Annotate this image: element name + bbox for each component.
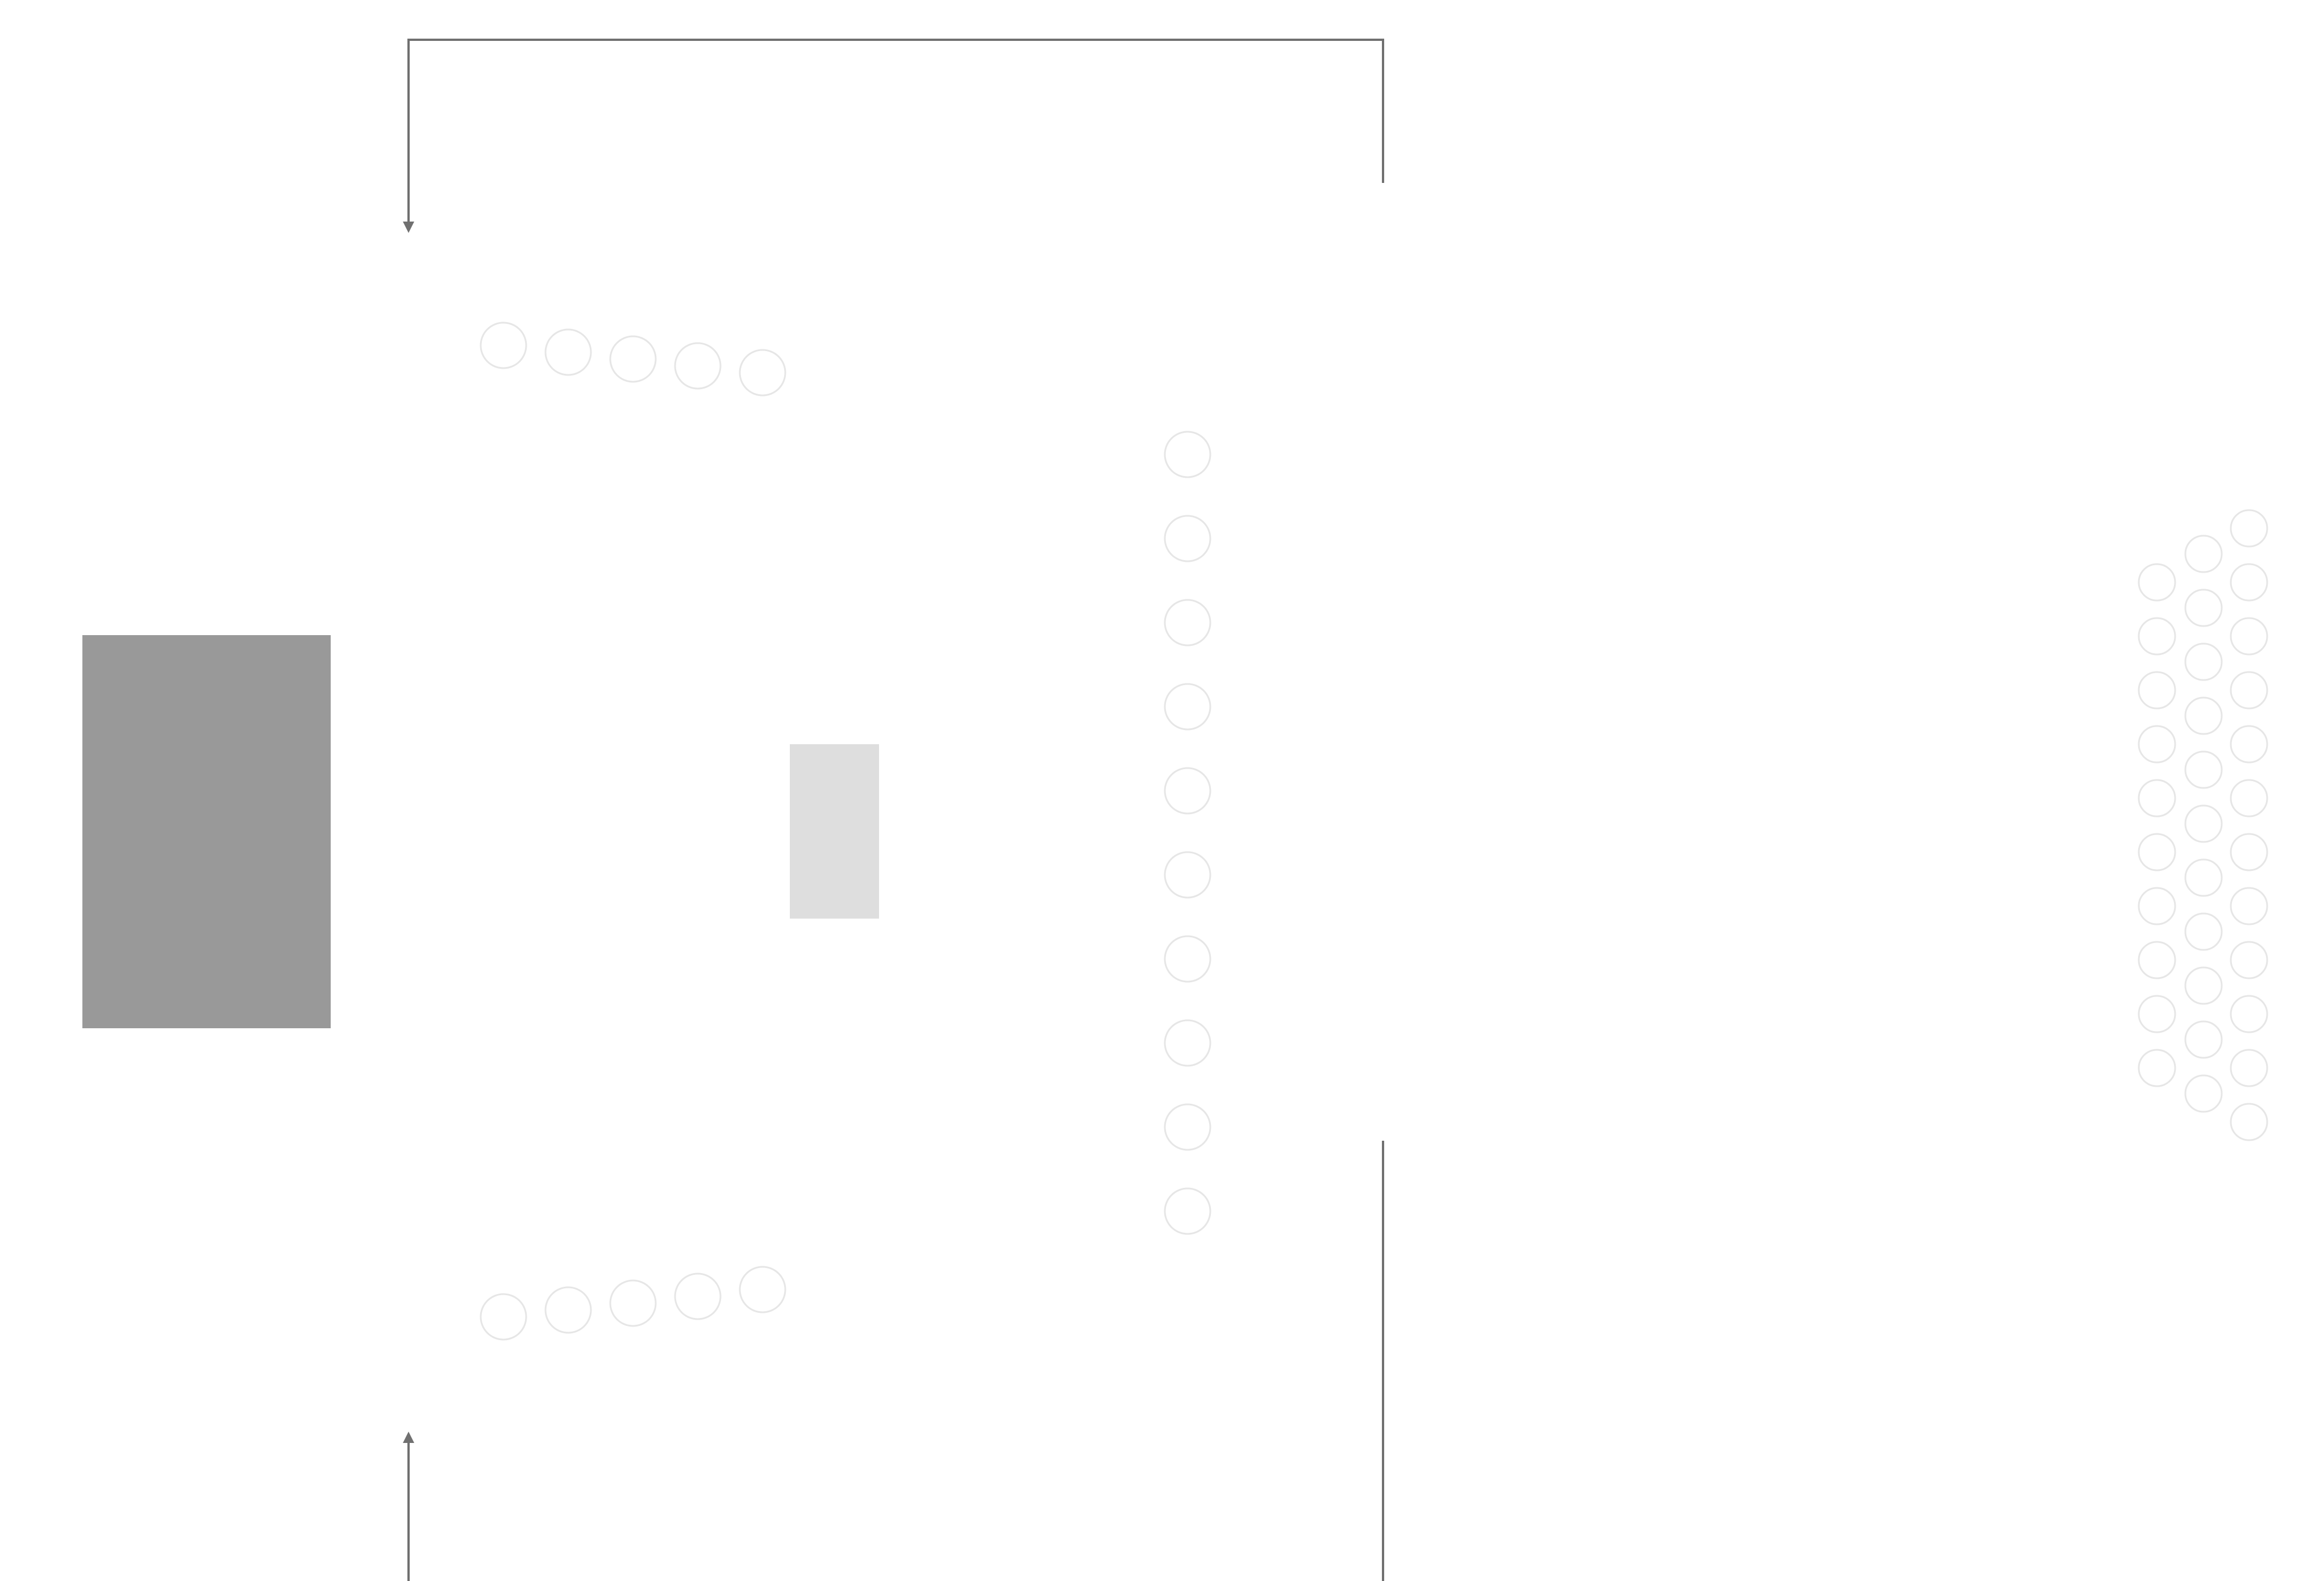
circle	[1164, 431, 1211, 478]
circle	[1164, 1019, 1211, 1067]
circle	[2138, 725, 2176, 764]
circle	[1164, 851, 1211, 899]
circle	[2138, 563, 2176, 602]
circle	[2230, 833, 2268, 871]
circle	[544, 1286, 592, 1334]
circle	[2138, 833, 2176, 871]
circle	[2230, 941, 2268, 979]
circle	[2230, 995, 2268, 1033]
circle	[2230, 671, 2268, 710]
circle	[544, 328, 592, 376]
circle	[739, 349, 786, 397]
circle	[1164, 515, 1211, 562]
vertical-circle-column	[1164, 431, 1211, 1235]
circle	[1164, 599, 1211, 646]
circle	[2230, 563, 2268, 602]
circle	[2184, 589, 2223, 627]
right-circle-cluster	[2138, 509, 2268, 1141]
circle	[609, 335, 657, 383]
circle	[2230, 725, 2268, 764]
circle	[2230, 617, 2268, 656]
circle	[2184, 1020, 2223, 1059]
circle	[2230, 509, 2268, 548]
upper-circle-row	[480, 322, 786, 397]
circle	[2184, 858, 2223, 897]
circle	[480, 322, 527, 369]
circle	[1164, 767, 1211, 815]
circle	[2184, 804, 2223, 843]
circle	[1164, 1187, 1211, 1235]
circle	[2138, 671, 2176, 710]
circle	[2230, 887, 2268, 925]
circle	[2138, 941, 2176, 979]
circle	[2184, 1074, 2223, 1113]
top-connector-arrow	[403, 39, 1384, 233]
circle	[2184, 696, 2223, 735]
circle	[1164, 1103, 1211, 1151]
circle	[2230, 1103, 2268, 1141]
circle	[2138, 1049, 2176, 1087]
circle	[2184, 912, 2223, 951]
bottom-connector-arrow	[403, 1141, 1384, 1581]
large-gray-block	[82, 635, 331, 1028]
circle	[739, 1266, 786, 1313]
circle	[2230, 1049, 2268, 1087]
circle	[609, 1279, 657, 1327]
circle	[2138, 617, 2176, 656]
circle	[480, 1293, 527, 1341]
circle	[2184, 643, 2223, 681]
circle	[1164, 683, 1211, 731]
circle	[2184, 535, 2223, 573]
lower-circle-row	[480, 1266, 786, 1341]
circle	[2184, 750, 2223, 789]
circle	[2138, 779, 2176, 817]
circle	[2138, 995, 2176, 1033]
circle	[2138, 887, 2176, 925]
circle	[1164, 935, 1211, 983]
small-light-gray-block	[790, 744, 879, 919]
circle	[2184, 966, 2223, 1005]
circle	[674, 1273, 722, 1320]
circle	[674, 342, 722, 390]
circle	[2230, 779, 2268, 817]
